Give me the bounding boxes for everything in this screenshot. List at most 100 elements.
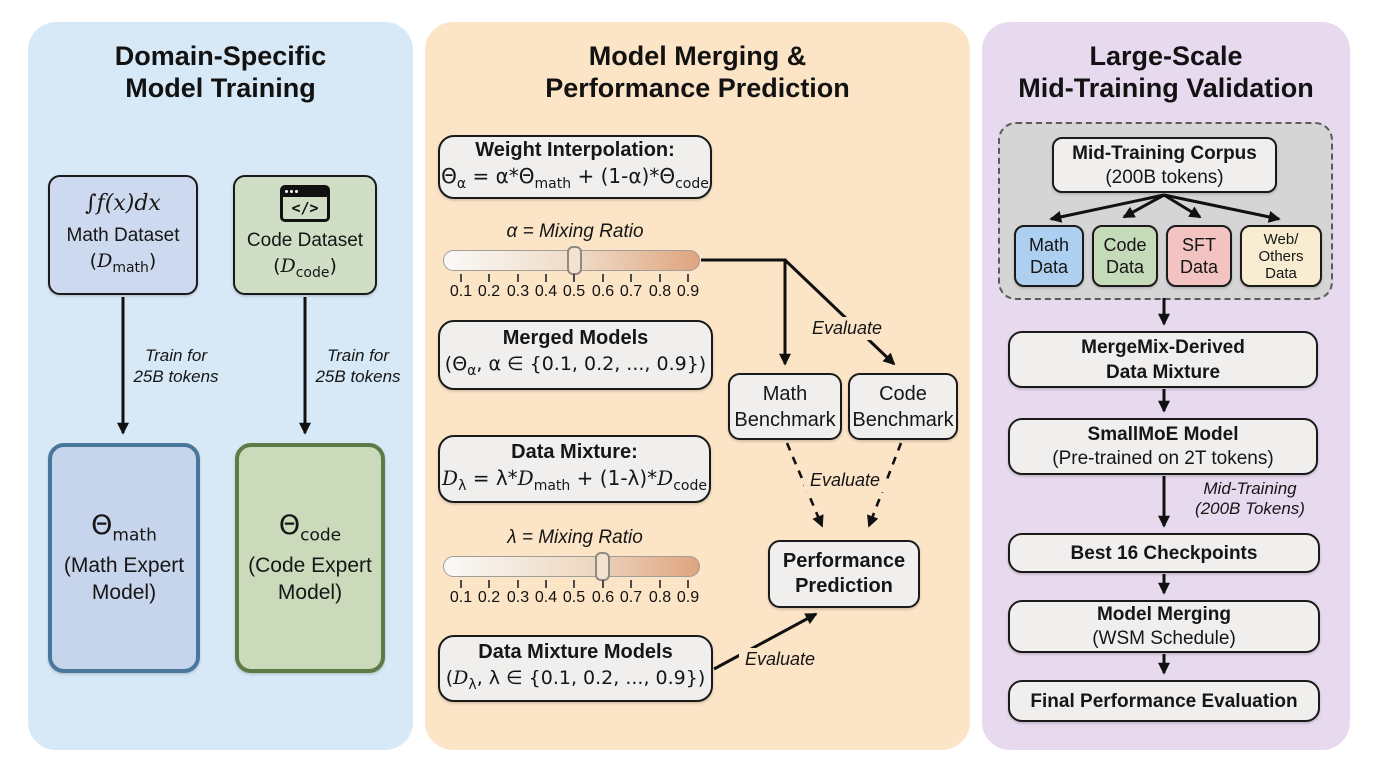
left-panel-title: Domain-Specific Model Training [28,40,413,104]
data-box-line: Math [1028,235,1070,255]
title-line: Large-Scale [1089,41,1243,71]
arrow-slider-to-math-benchmark [701,258,791,366]
tick-label: 0.3 [506,283,530,300]
mergemix-line: MergeMix-Derived [1081,336,1245,358]
subscript: math [533,477,571,494]
code-window-icon: </> [280,184,330,222]
benchmark-line: Benchmark [852,408,954,431]
mergemix-data-mixture-box: MergeMix-Derived Data Mixture [1008,331,1318,388]
slider-handle[interactable] [595,552,610,581]
right-panel-title: Large-Scale Mid-Training Validation [982,40,1350,104]
slider-track[interactable] [443,556,700,577]
tick-label: 0.8 [648,283,672,300]
merged-models-box: Merged Models (Θα, α ∈ {0.1, 0.2, ..., 0… [438,320,713,390]
train-label-line: 25B tokens [315,367,401,386]
performance-prediction-box: Performance Prediction [768,540,920,608]
math-expert-model-box: Θmath (Math Expert Model) [48,443,200,673]
arrow-corpus-to-web-data [1163,193,1281,223]
merged-models-formula: (Θα, α ∈ {0.1, 0.2, ..., 0.9}) [445,351,706,384]
math-benchmark-box: Math Benchmark [728,373,842,440]
weight-interpolation-box: Weight Interpolation: Θα = α*Θmath + (1-… [438,135,712,199]
data-mixture-models-box: Data Mixture Models (Dλ, λ ∈ {0.1, 0.2, … [438,635,713,702]
tick-label: 0.1 [449,283,473,300]
window-dot [290,190,293,194]
data-box-line: Data [1105,257,1145,277]
subscript: code [675,175,709,192]
slider-tick [687,580,689,588]
math-data-box: Math Data [1014,225,1084,287]
train-label-line: 25B tokens [133,367,219,386]
code-dataset-label: Code Dataset [246,229,364,251]
slider-tick [488,580,490,588]
corpus-subline: (200B tokens) [1105,166,1224,188]
data-box-line: Others [1258,247,1304,265]
alpha-mixing-slider[interactable]: 0.1 0.2 0.3 0.4 0.5 0.6 0.7 0.8 0.9 [443,246,700,306]
sft-data-box: SFT Data [1166,225,1232,287]
formula-segment: + (1-λ)* [570,465,658,490]
paren: ( [273,254,281,277]
slider-tick [630,274,632,282]
var-d: D [517,465,534,490]
evaluate-label-top: Evaluate [806,317,888,340]
theta: Θ [278,510,301,542]
formula-segment: , λ ∈ {0.1, 0.2, ..., 0.9}) [476,666,706,689]
formula-segment: = λ* [466,465,518,490]
slider-tick [573,274,575,282]
expert-label-line: (Code Expert [248,553,372,577]
slider-handle[interactable] [567,246,582,275]
slider-tick [517,580,519,588]
var-d: D [453,666,469,689]
slider-tick [659,274,661,282]
slider-tick [545,580,547,588]
tick-label: 0.2 [477,283,501,300]
benchmark-line: Math [762,382,808,405]
train-label-line: Train for [144,346,208,365]
title-line: Model Merging & [588,41,807,71]
arrow-slider-to-code-benchmark [783,258,896,366]
slider-tick [460,580,462,588]
tick-label: 0.7 [619,283,643,300]
slider-tick [687,274,689,282]
subscript: code [295,264,330,281]
merged-models-heading: Merged Models [502,327,649,350]
benchmark-line: Benchmark [734,408,836,431]
tick-label: 0.9 [676,589,700,606]
model-merging-heading: Model Merging [1096,604,1232,625]
train-label-math: Train for 25B tokens [130,345,222,387]
slider-tick [517,274,519,282]
paren: ) [148,250,157,273]
theta: Θ [441,163,457,188]
lambda-mixing-slider[interactable]: 0.1 0.2 0.3 0.4 0.5 0.6 0.7 0.8 0.9 [443,552,700,612]
slider-tick [488,274,490,282]
paren: ( [89,250,98,273]
paren: ( [445,666,454,689]
subscript: math [112,259,149,276]
code-data-box: Code Data [1092,225,1158,287]
train-label-line: Train for [326,346,390,365]
tick-label: 0.2 [477,589,501,606]
window-dot [285,190,288,194]
code-dataset-symbol: (Dcode) [273,253,337,286]
title-line: Performance Prediction [545,73,850,103]
best-checkpoints-box: Best 16 Checkpoints [1008,533,1320,573]
mid-training-label-line: Mid-Training [1203,479,1297,498]
slider-tick [545,274,547,282]
tick-label: 0.4 [534,589,558,606]
var-d: D [280,254,296,277]
window-titlebar [282,186,328,197]
var-d: D [442,465,459,490]
formula-segment: = α*Θ [466,163,535,188]
final-evaluation-label: Final Performance Evaluation [1030,690,1298,712]
subscript: α [467,362,477,379]
mid-training-label-line: (200B Tokens) [1195,499,1305,518]
paren: ) [329,254,337,277]
mid-training-corpus-box: Mid-Training Corpus (200B tokens) [1052,137,1277,193]
data-box-line: Data [1265,264,1297,282]
tick-label: 0.8 [648,589,672,606]
model-merging-box: Model Merging (WSM Schedule) [1008,600,1320,653]
arrow-corpus-to-code-data [1122,193,1165,219]
alpha-mixing-ratio-label: α = Mixing Ratio [506,221,644,242]
tick-label: 0.6 [591,283,615,300]
data-box-line: SFT [1182,235,1216,255]
